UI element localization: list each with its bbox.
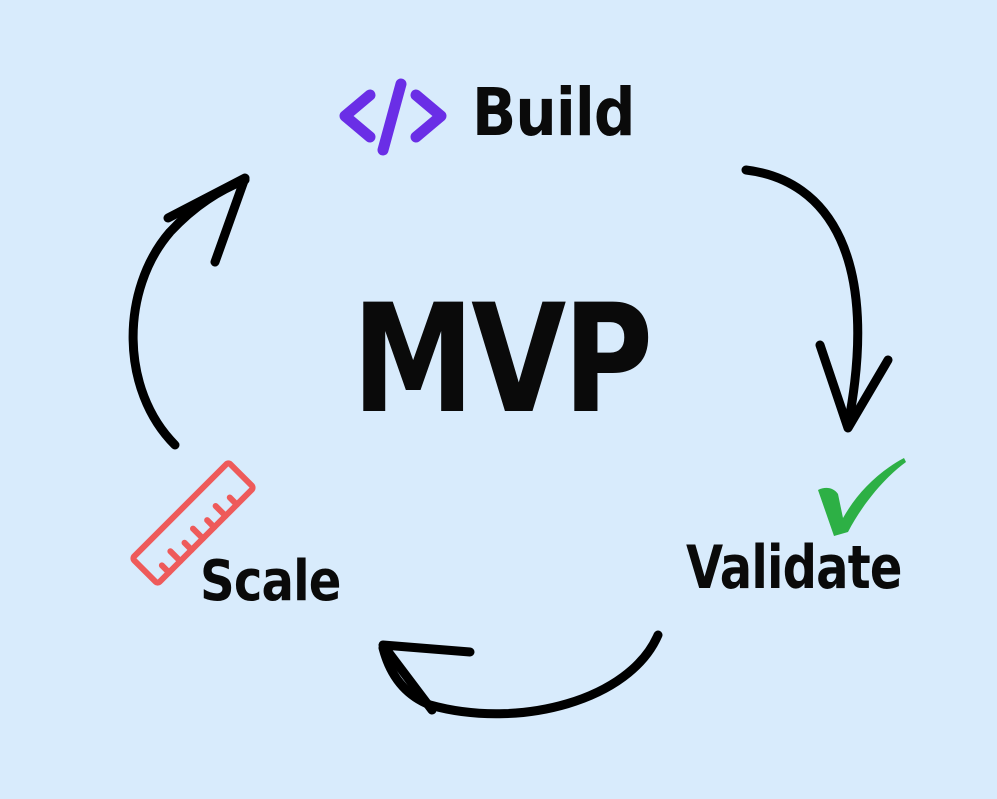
code-brackets-icon [339,78,447,156]
center-label: MVP [352,273,653,447]
arrow-validate-to-scale [378,630,663,719]
arrow-build-to-validate [741,165,893,433]
node-scale-label: Scale [200,549,341,614]
arrow-scale-to-build [128,173,250,450]
node-validate-label: Validate [686,533,902,603]
checkmark-icon [818,458,906,536]
ruler-icon [130,460,256,586]
node-build-label: Build [472,74,636,151]
